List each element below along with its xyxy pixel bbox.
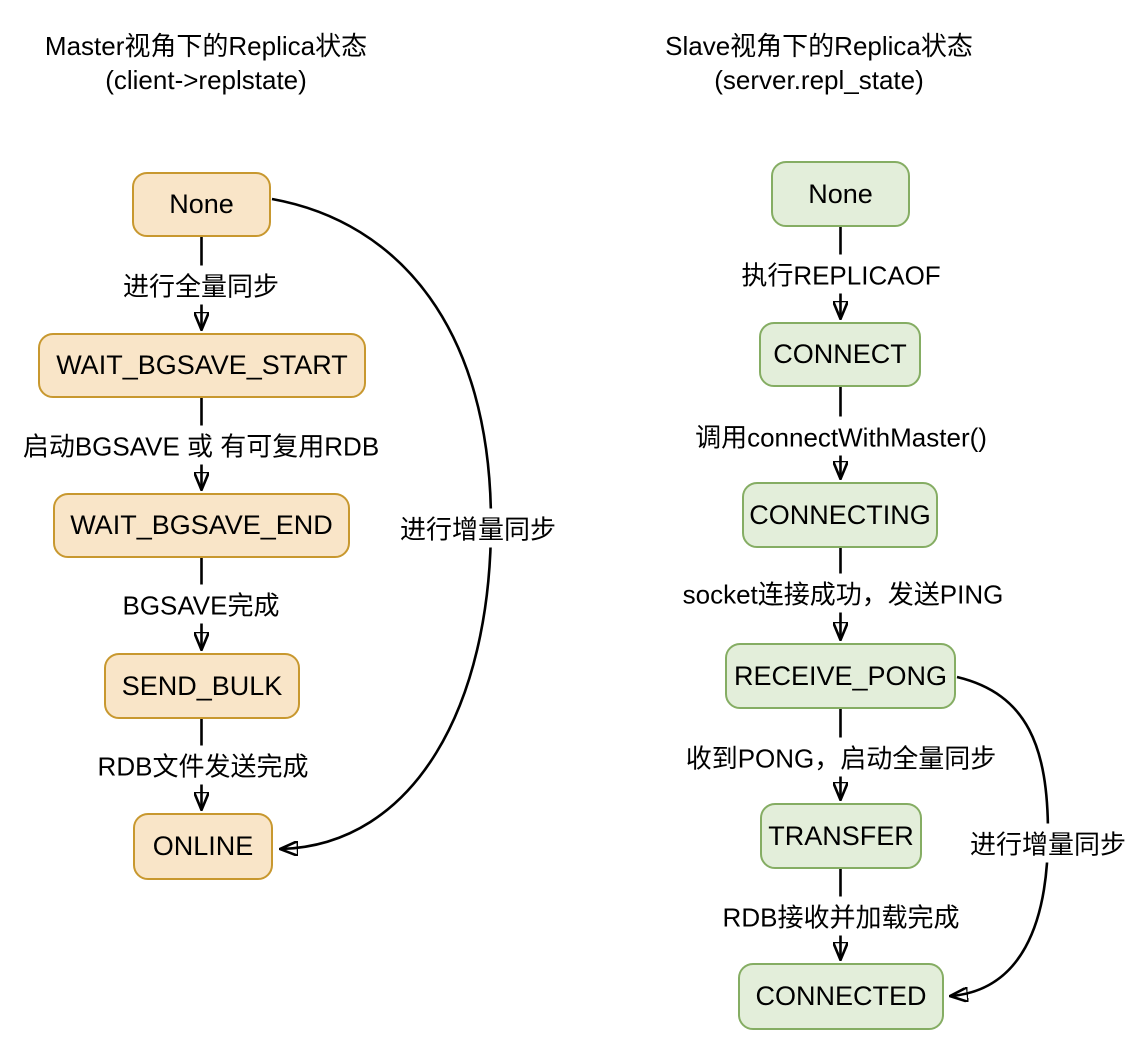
node-master-online: ONLINE <box>133 813 273 880</box>
edge-label-incremental-sync-slave: 进行增量同步 <box>966 823 1130 863</box>
edge-label-full-sync: 进行全量同步 <box>119 265 283 305</box>
node-slave-transfer: TRANSFER <box>760 803 922 869</box>
node-master-none: None <box>132 172 271 237</box>
node-slave-connected: CONNECTED <box>738 963 944 1030</box>
node-slave-connect: CONNECT <box>759 322 921 387</box>
node-slave-none: None <box>771 161 910 227</box>
edge-label-socket-ok-send-ping: socket连接成功，发送PING <box>679 573 1007 613</box>
right-diagram-title: Slave视角下的Replica状态 (server.repl_state) <box>665 29 973 97</box>
edge-label-rdb-send-done: RDB文件发送完成 <box>94 745 312 785</box>
node-slave-receive-pong: RECEIVE_PONG <box>725 643 956 709</box>
node-master-send-bulk: SEND_BULK <box>104 653 300 719</box>
edge-label-start-bgsave-or-reuse-rdb: 启动BGSAVE 或 有可复用RDB <box>19 425 383 465</box>
node-slave-connecting: CONNECTING <box>742 482 938 548</box>
edge-label-exec-replicaof: 执行REPLICAOF <box>738 254 944 294</box>
left-diagram-title: Master视角下的Replica状态 (client->replstate) <box>45 29 367 97</box>
edge-label-incremental-sync-master: 进行增量同步 <box>396 508 560 548</box>
right-title-line1: Slave视角下的Replica状态 <box>665 31 973 61</box>
edge-label-got-pong-start-full-sync: 收到PONG，启动全量同步 <box>682 737 1000 777</box>
left-title-line1: Master视角下的Replica状态 <box>44 31 368 61</box>
edge-label-call-connectwithmaster: 调用connectWithMaster() <box>692 416 990 456</box>
left-title-line2: (client->replstate) <box>105 65 307 95</box>
edge-label-rdb-received-loaded: RDB接收并加载完成 <box>719 896 963 936</box>
edge-label-bgsave-done: BGSAVE完成 <box>119 584 283 624</box>
node-master-wait-bgsave-end: WAIT_BGSAVE_END <box>53 493 350 558</box>
right-title-line2: (server.repl_state) <box>714 65 924 95</box>
node-master-wait-bgsave-start: WAIT_BGSAVE_START <box>38 333 366 398</box>
